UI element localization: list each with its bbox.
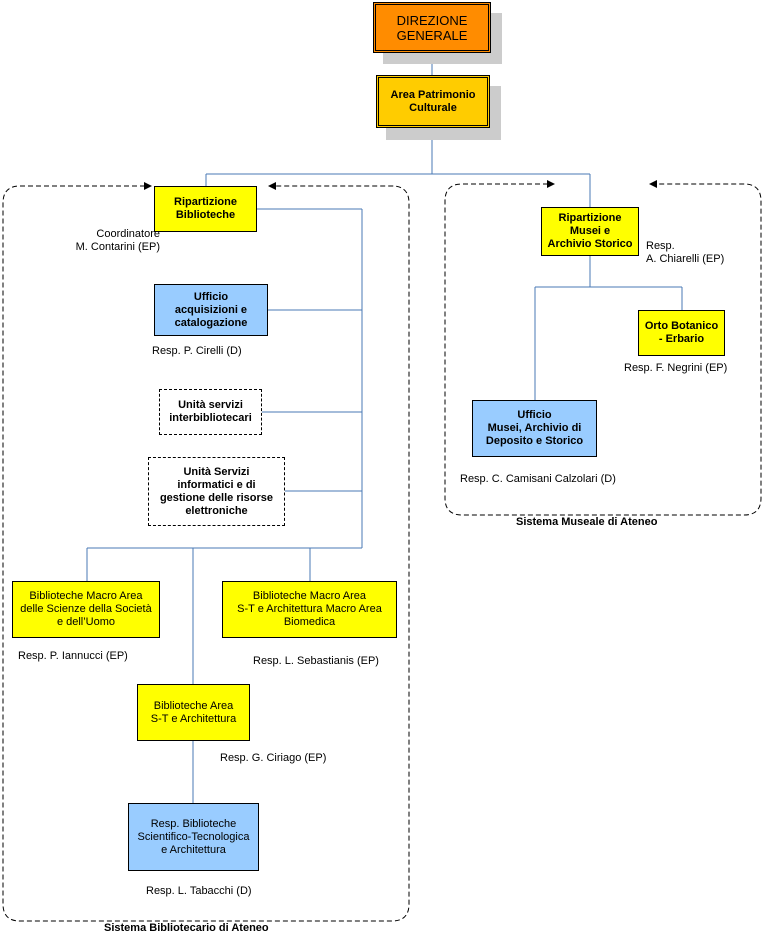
box-resp-bib-st: Resp. Biblioteche Scientifico-Tecnologic… xyxy=(128,803,259,871)
box-ufficio-acquisizioni: Ufficio acquisizioni e catalogazione xyxy=(154,284,268,336)
title-sistema-bibliotecario: Sistema Bibliotecario di Ateneo xyxy=(104,922,269,935)
hierarchy-connectors xyxy=(86,53,683,803)
label-cirelli: Resp. P. Cirelli (D) xyxy=(152,345,242,357)
label-camisani: Resp. C. Camisani Calzolari (D) xyxy=(460,473,616,485)
box-bib-scienze-societa: Biblioteche Macro Area delle Scienze del… xyxy=(12,581,160,638)
box-direzione-generale: DIREZIONE GENERALE xyxy=(373,2,491,53)
label-negrini: Resp. F. Negrini (EP) xyxy=(624,362,728,374)
box-bib-st-biomedica: Biblioteche Macro Area S-T e Architettur… xyxy=(222,581,397,638)
frame-sistema-museale xyxy=(444,180,762,516)
box-ripartizione-biblioteche: Ripartizione Biblioteche xyxy=(154,186,257,232)
label-tabacchi: Resp. L. Tabacchi (D) xyxy=(146,885,252,897)
box-unita-interbibliotecari: Unità servizi interbibliotecari xyxy=(159,389,262,435)
frame-sistema-bibliotecario xyxy=(2,182,410,922)
box-bib-area-st: Biblioteche Area S-T e Architettura xyxy=(137,684,250,741)
box-ufficio-musei: Ufficio Musei, Archivio di Deposito e St… xyxy=(472,400,597,457)
label-ciriago: Resp. G. Ciriago (EP) xyxy=(220,752,327,764)
label-coordinatore: Coordinatore M. Contarini (EP) xyxy=(75,228,160,253)
label-chiarelli: Resp. A. Chiarelli (EP) xyxy=(646,240,725,265)
box-orto-botanico: Orto Botanico - Erbario xyxy=(638,310,725,356)
title-sistema-museale: Sistema Museale di Ateneo xyxy=(516,516,658,529)
box-area-patrimonio-culturale: Area Patrimonio Culturale xyxy=(376,75,490,128)
box-ripartizione-musei: Ripartizione Musei e Archivio Storico xyxy=(541,207,639,256)
label-sebastianis: Resp. L. Sebastianis (EP) xyxy=(253,655,379,667)
label-iannucci: Resp. P. Iannucci (EP) xyxy=(18,650,128,662)
box-unita-informatici: Unità Servizi informatici e di gestione … xyxy=(148,457,285,526)
